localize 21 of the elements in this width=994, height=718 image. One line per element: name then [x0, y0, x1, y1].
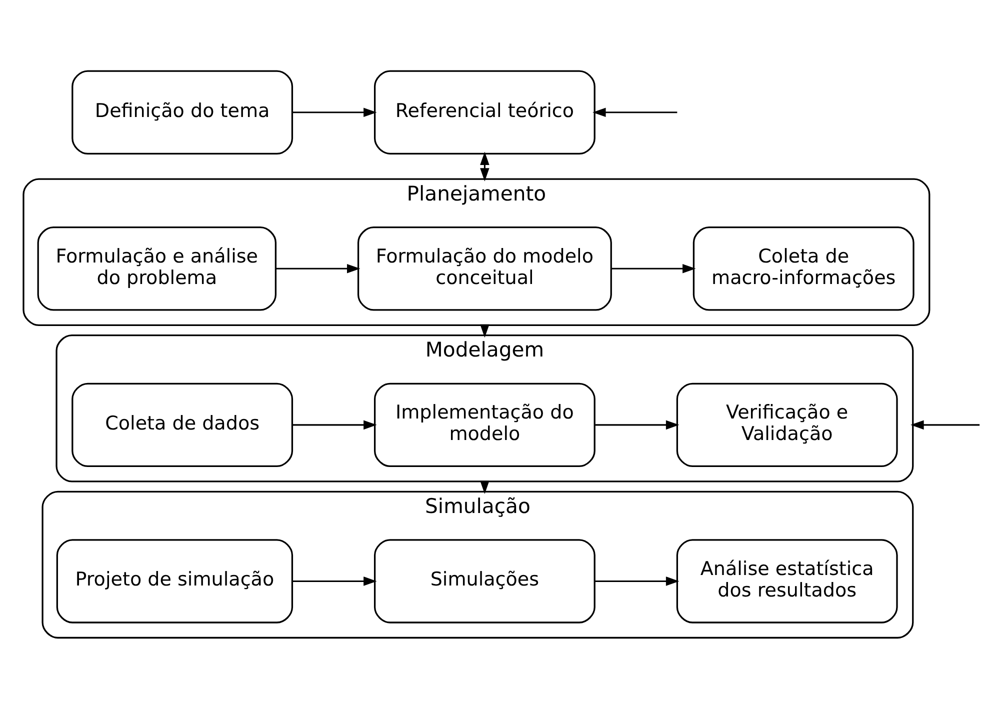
- arrow: [595, 576, 680, 586]
- arrow: [480, 151, 490, 181]
- arrow: [276, 264, 360, 273]
- arrow: [292, 576, 377, 586]
- node-box: Formulação do modelo conceitual: [357, 226, 612, 310]
- node-box: Simulações: [374, 538, 596, 623]
- arrow: [611, 264, 696, 273]
- node-box: Projeto de simulação: [56, 538, 294, 623]
- node-box: Definição do tema: [72, 70, 294, 154]
- node-box: Análise estatística dos resultados: [676, 538, 898, 623]
- node-box: Implementação do modelo: [374, 382, 596, 467]
- node-box: Coleta de macro-informações: [692, 226, 914, 310]
- arrow: [292, 107, 377, 116]
- arrow: [595, 420, 680, 430]
- arrow: [592, 107, 678, 116]
- arrow: [292, 420, 377, 430]
- node-box: Formulação e análise do problema: [37, 226, 277, 310]
- arrow: [910, 420, 980, 430]
- node-box: Verificação e Validação: [676, 382, 898, 467]
- node-box: Referencial teórico: [374, 70, 596, 154]
- node-box: Coleta de dados: [72, 382, 294, 467]
